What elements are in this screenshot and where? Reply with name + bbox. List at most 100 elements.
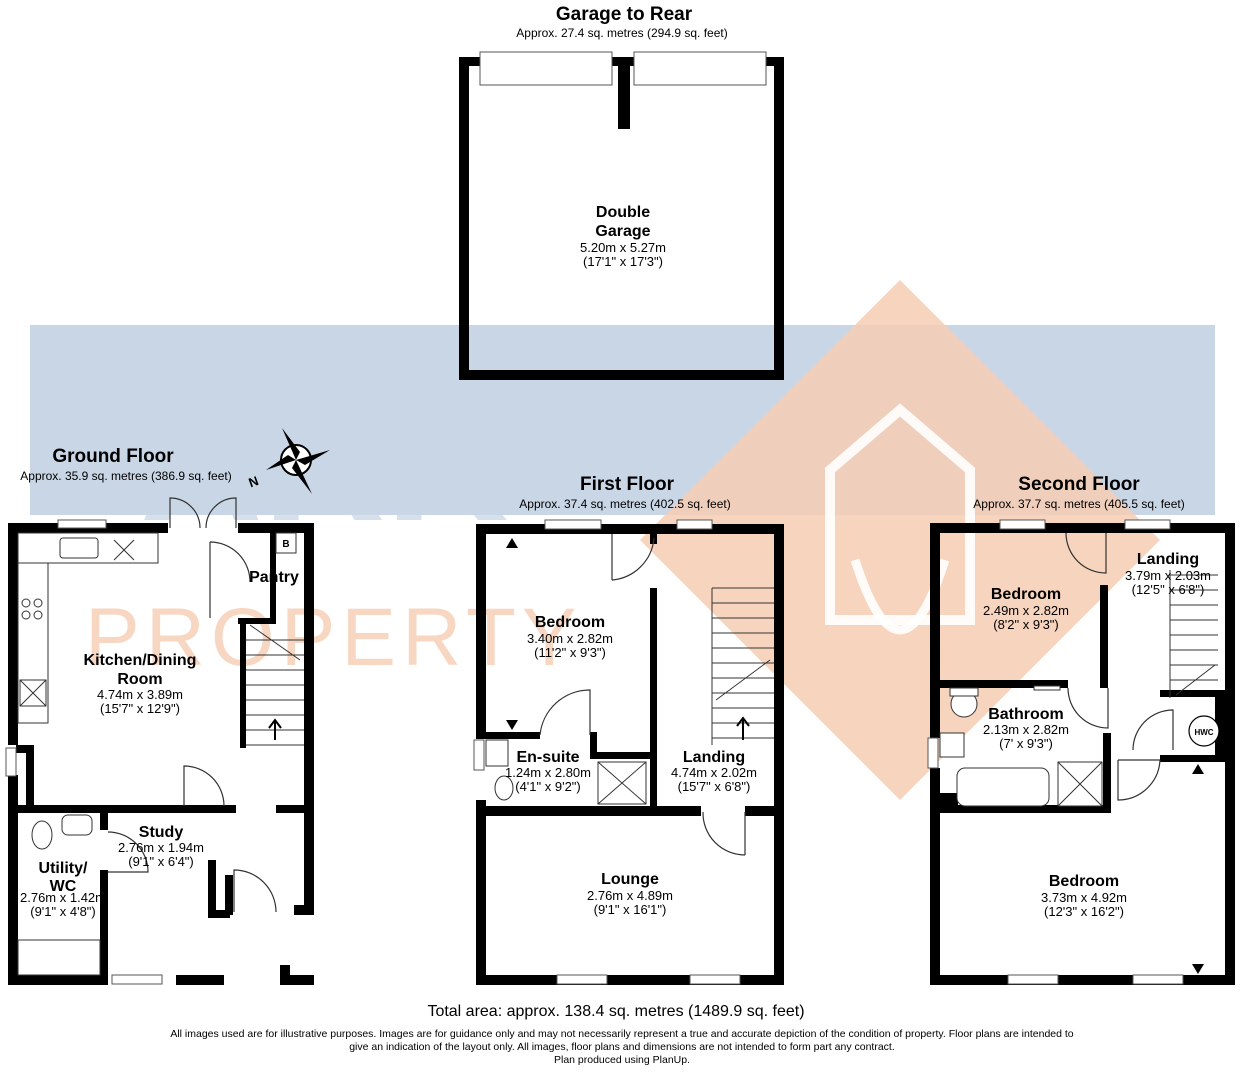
- window: [473, 739, 485, 771]
- sf-bedroom2-name: Bedroom: [1049, 873, 1119, 890]
- boiler-cupboard: [275, 532, 297, 554]
- window: [556, 974, 608, 985]
- first-floor-stairs: [711, 587, 774, 745]
- sf-landing-imperial: (12'5" x 6'8"): [1132, 582, 1205, 597]
- lounge-door: [702, 811, 746, 856]
- disclaimer-line-3: Plan produced using PlanUp.: [554, 1054, 690, 1066]
- ff-landing-name: Landing: [683, 749, 745, 766]
- arrow-icon: [506, 538, 518, 548]
- pantry-label: Pantry: [249, 569, 299, 586]
- second-floor-stairs: [1169, 570, 1218, 698]
- lounge-imperial: (9'1" x 16'1"): [594, 902, 667, 917]
- ensuite-door: [539, 689, 591, 736]
- first-floor-area: Approx. 37.4 sq. metres (402.5 sq. feet): [519, 497, 730, 511]
- sf-landing-metric: 3.79m x 2.03m: [1125, 568, 1211, 583]
- footer: Total area: approx. 138.4 sq. metres (14…: [170, 1003, 1073, 1066]
- window: [676, 519, 713, 530]
- basin-icon: [61, 814, 93, 836]
- towel-rail-icon: [1033, 685, 1061, 691]
- window: [1132, 974, 1184, 985]
- watermark: ARK PROPERTY: [30, 280, 1215, 800]
- window: [1124, 519, 1171, 530]
- garage-door-left: [479, 51, 613, 86]
- watermark-diamond: [640, 280, 1160, 800]
- watermark-text-top: ARK: [140, 367, 508, 557]
- basin-icon: [939, 732, 965, 758]
- disclaimer-line-1: All images used are for illustrative pur…: [170, 1028, 1073, 1040]
- ff-landing-imperial: (15'7" x 6'8"): [678, 779, 751, 794]
- utility-name-2: WC: [50, 878, 77, 895]
- boiler-label: B: [282, 539, 289, 550]
- study-imperial: (9'1" x 6'4"): [128, 854, 194, 869]
- toilet-icon: [31, 820, 53, 850]
- ensuite-metric: 1.24m x 2.80m: [505, 765, 591, 780]
- bathroom-metric: 2.13m x 2.82m: [983, 722, 1069, 737]
- ff-bedroom-name: Bedroom: [535, 614, 605, 631]
- window: [689, 974, 741, 985]
- basin-icon: [485, 739, 509, 767]
- bathroom-imperial: (7' x 9'3"): [999, 736, 1053, 751]
- ground-floor-area: Approx. 35.9 sq. metres (386.9 sq. feet): [20, 469, 231, 483]
- sf-landing-name: Landing: [1137, 551, 1199, 568]
- total-area: Total area: approx. 138.4 sq. metres (14…: [427, 1003, 804, 1020]
- sink-icon: [59, 537, 99, 559]
- ensuite-name: En-suite: [516, 749, 579, 766]
- bath-icon: [956, 767, 1050, 807]
- study-metric: 2.76m x 1.94m: [118, 840, 204, 855]
- bedroom-door: [611, 534, 655, 581]
- bathroom-door: [1067, 687, 1109, 729]
- second-floor-area: Approx. 37.7 sq. metres (405.5 sq. feet): [973, 497, 1184, 511]
- ensuite-imperial: (4'1" x 9'2"): [515, 779, 581, 794]
- watermark-house-icon: [825, 403, 975, 625]
- first-floor-plan: First Floor Approx. 37.4 sq. metres (402…: [473, 474, 784, 985]
- watermark-text-bottom: PROPERTY: [85, 592, 583, 683]
- garage-title: Garage to Rear: [556, 4, 693, 25]
- hwc-cylinder: [1188, 715, 1220, 747]
- utility-worktop: [17, 939, 101, 976]
- utility-metric: 2.76m x 1.42m: [20, 890, 106, 905]
- sf-bedroom2-imperial: (12'3" x 16'2"): [1044, 904, 1124, 919]
- window: [111, 974, 163, 985]
- first-floor-title: First Floor: [580, 474, 675, 495]
- kitchen-name-1: Kitchen/Dining: [84, 652, 197, 669]
- garage-room-name-1: Double: [596, 204, 650, 221]
- utility-door: [107, 831, 149, 873]
- bedroom-door: [1117, 759, 1161, 801]
- garage-door-right: [633, 51, 767, 86]
- second-floor-title: Second Floor: [1018, 474, 1140, 495]
- ff-bedroom-metric: 3.40m x 2.82m: [527, 631, 613, 646]
- kitchen-imperial: (15'7" x 12'9"): [100, 701, 180, 716]
- ff-bedroom-imperial: (11'2" x 9'3"): [534, 645, 606, 660]
- ground-floor-plan: Ground Floor Approx. 35.9 sq. metres (38…: [5, 428, 330, 985]
- window: [999, 519, 1046, 530]
- sf-bedroom1-imperial: (8'2" x 9'3"): [993, 617, 1059, 632]
- window: [5, 747, 17, 777]
- utility-imperial: (9'1" x 4'8"): [30, 904, 96, 919]
- garage-area: Approx. 27.4 sq. metres (294.9 sq. feet): [516, 26, 727, 40]
- hob-icon: [21, 598, 31, 608]
- hwc-door: [1132, 709, 1174, 751]
- bathroom-name: Bathroom: [988, 706, 1064, 723]
- lounge-metric: 2.76m x 4.89m: [587, 888, 673, 903]
- ground-floor-stairs: [246, 624, 304, 746]
- study-door: [183, 765, 225, 807]
- study-name: Study: [139, 824, 184, 841]
- sf-bedroom1-metric: 2.49m x 2.82m: [983, 603, 1069, 618]
- disclaimer-line-2: give an indication of the layout only. A…: [349, 1041, 895, 1053]
- second-floor-plan: Second Floor Approx. 37.7 sq. metres (40…: [927, 474, 1235, 985]
- arrow-icon: [1192, 764, 1204, 774]
- french-door: [169, 497, 237, 529]
- kitchen-name-2: Room: [117, 671, 162, 688]
- hwc-label: HWC: [1194, 728, 1213, 737]
- toilet-cistern: [949, 687, 979, 697]
- bedroom-door: [1065, 532, 1107, 574]
- garage-room-imperial: (17'1" x 17'3"): [583, 254, 663, 269]
- ff-landing-metric: 4.74m x 2.02m: [671, 765, 757, 780]
- garage-plan: Garage to Rear Approx. 27.4 sq. metres (…: [459, 4, 784, 380]
- window: [544, 519, 602, 530]
- window: [57, 519, 107, 529]
- compass-icon: N: [247, 428, 330, 494]
- window: [1007, 974, 1059, 985]
- toilet-icon: [494, 775, 514, 801]
